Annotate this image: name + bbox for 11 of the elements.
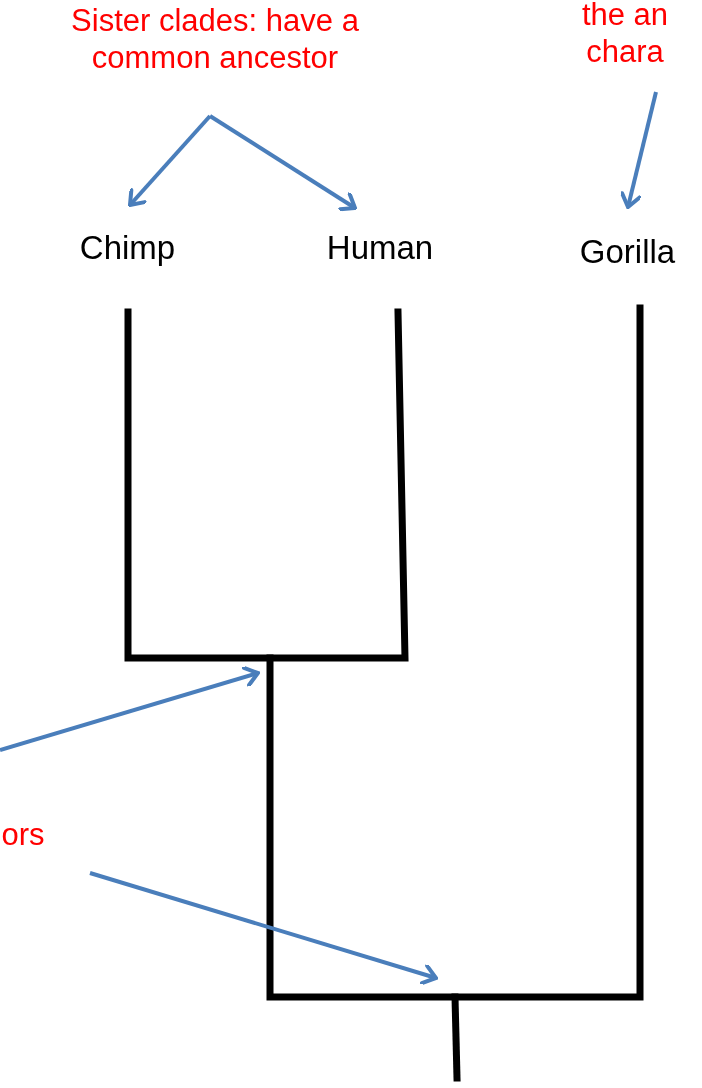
taxon-label: Chimp — [78, 228, 177, 268]
arrow — [0, 665, 260, 752]
arrow — [620, 91, 658, 209]
annotation-text: Sister clades: have a common ancestor — [70, 2, 360, 77]
taxon-label: Human — [325, 228, 435, 268]
arrow — [89, 871, 438, 986]
annotation-text: ors — [0, 816, 46, 854]
arrow — [208, 114, 357, 212]
taxon-label: Gorilla — [578, 232, 677, 272]
annotation-text: the an chara — [580, 0, 670, 71]
arrow — [128, 114, 212, 207]
